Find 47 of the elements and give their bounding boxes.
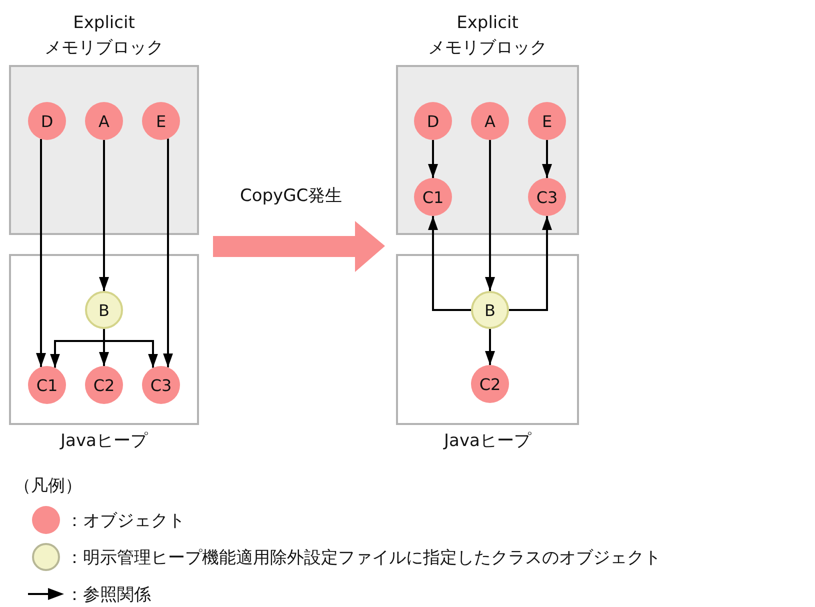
reference-arrow	[163, 138, 173, 368]
object-label: C3	[150, 376, 172, 394]
legend-heading: （凡例）	[14, 475, 82, 497]
object-label: D	[40, 112, 54, 130]
object-circle	[85, 291, 123, 329]
object-circle	[528, 102, 566, 140]
object-circle	[471, 102, 509, 140]
object-label: B	[484, 300, 496, 320]
object-label: A	[484, 112, 496, 130]
object-label: C3	[536, 188, 558, 206]
legend-text: ：オブジェクト	[66, 510, 185, 532]
reference-arrow	[485, 329, 495, 365]
reference-arrow	[485, 140, 495, 291]
object-circle	[528, 178, 566, 216]
reference-arrow	[103, 329, 158, 368]
object-circle	[85, 102, 123, 140]
reference-arrow	[509, 216, 552, 311]
object-circle	[142, 366, 180, 404]
reference-arrow	[99, 140, 109, 291]
object-label: E	[156, 112, 166, 130]
area-heading: Javaヒープ	[442, 430, 532, 453]
reference-arrow	[36, 139, 46, 367]
object-label: C2	[93, 376, 115, 394]
object-circle	[85, 366, 123, 404]
object-circle	[28, 366, 66, 404]
object-label: C1	[36, 376, 58, 394]
object-label: A	[98, 112, 110, 130]
reference-arrow	[428, 140, 438, 178]
object-circle	[471, 365, 509, 403]
object-label: D	[426, 112, 440, 130]
object-circle	[414, 178, 452, 216]
object-label: B	[98, 300, 110, 320]
object-circle	[28, 102, 66, 140]
object-label: C2	[479, 374, 501, 394]
transition-label: CopyGC発生	[240, 185, 342, 207]
reference-arrow	[428, 216, 471, 311]
object-circle	[414, 102, 452, 140]
legend-text: ：明示管理ヒープ機能適用除外設定ファイルに指定したクラスのオブジェクト	[66, 547, 661, 569]
area-heading: Explicit メモリブロック	[427, 12, 548, 60]
area-heading: Explicit メモリブロック	[44, 12, 164, 60]
area-heading: Javaヒープ	[58, 430, 149, 453]
object-label: C1	[422, 188, 444, 206]
object-circle	[471, 291, 509, 329]
object-label: E	[542, 112, 552, 130]
legend-text: ：参照関係	[66, 584, 151, 606]
object-circle	[142, 102, 180, 140]
reference-arrow	[542, 140, 552, 178]
